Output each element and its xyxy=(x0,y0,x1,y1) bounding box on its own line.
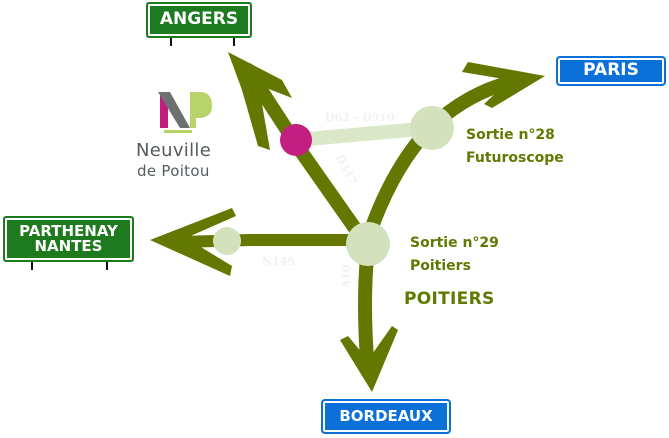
sign-post xyxy=(233,38,235,46)
sign-paris-text: PARIS xyxy=(583,60,639,81)
exit-29-name: Poitiers xyxy=(410,258,471,274)
sign-bordeaux: BORDEAUX xyxy=(321,399,451,434)
road-number-d62: D62 - D910 xyxy=(325,111,395,124)
logo-p-lime xyxy=(190,92,212,128)
road-number-n149: N149 xyxy=(262,255,296,268)
sign-paris: PARIS xyxy=(556,56,666,86)
sign-angers: ANGERS xyxy=(146,2,252,38)
sign-angers-text: ANGERS xyxy=(159,9,239,30)
arrowhead-bordeaux xyxy=(340,326,398,392)
arrowhead-paris xyxy=(462,62,545,108)
road-bordeaux xyxy=(358,241,375,379)
road-number-a10: A10 xyxy=(339,264,353,289)
exit-28-number: Sortie n°28 xyxy=(466,127,555,143)
logo-n-grey xyxy=(158,92,190,128)
sign-post xyxy=(106,262,108,270)
sign-parthenay-nantes: PARTHENAY NANTES xyxy=(3,216,134,262)
neuville-dot xyxy=(280,124,312,156)
exit-28-name: Futuroscope xyxy=(466,150,564,166)
exit-29-number: Sortie n°29 xyxy=(410,235,499,251)
arrowhead-parthenay xyxy=(150,208,236,276)
sign-parthenay-text: PARTHENAY xyxy=(19,221,118,240)
exit-29-label: Sortie n°29 Poitiers xyxy=(410,232,499,278)
junction-parthenay xyxy=(213,227,241,255)
junction-exit28 xyxy=(410,106,454,150)
logo-underline xyxy=(164,130,192,133)
junction-exit29 xyxy=(346,222,390,266)
neuville-logo xyxy=(158,92,212,133)
sign-nantes-text: NANTES xyxy=(34,237,103,255)
arrowhead-angers xyxy=(228,52,292,150)
sign-bordeaux-text: BORDEAUX xyxy=(339,406,433,425)
sign-post xyxy=(31,262,33,270)
city-label-poitiers: POITIERS xyxy=(404,289,495,309)
logo-text-neuville: Neuville xyxy=(136,140,212,161)
road-angers xyxy=(241,63,373,251)
road-parthenay xyxy=(174,234,372,248)
exit-28-label: Sortie n°28 Futuroscope xyxy=(466,124,564,170)
link-neuville-exit28 xyxy=(295,121,433,147)
logo-text-de-poitou: de Poitou xyxy=(137,162,210,180)
sign-post xyxy=(170,38,172,46)
